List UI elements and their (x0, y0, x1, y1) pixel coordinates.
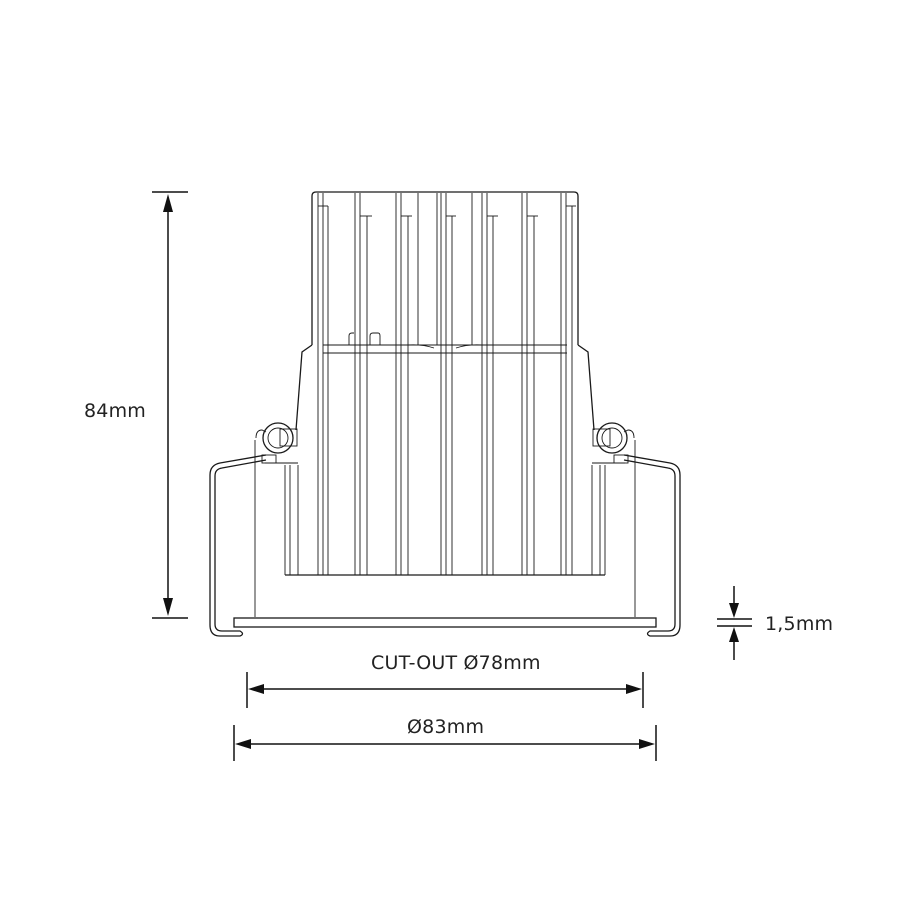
right-spring-clip (592, 422, 681, 637)
arrow-down-icon (729, 603, 739, 618)
arrow-down-icon (163, 598, 173, 616)
arrow-left-icon (248, 684, 264, 694)
height-dimension (152, 191, 188, 619)
outer-diameter-dimension (233, 725, 657, 761)
outer-diameter-label: Ø83mm (407, 716, 485, 738)
left-spring-clip (209, 422, 298, 637)
cut-out-label: CUT-OUT Ø78mm (371, 652, 541, 674)
flange (233, 617, 657, 628)
arrow-right-icon (626, 684, 642, 694)
flange-thickness-dimension (717, 586, 752, 660)
cut-out-dimension (246, 672, 644, 708)
arrow-right-icon (639, 739, 655, 749)
heatsink (311, 191, 579, 575)
flange-thickness-label: 1,5mm (765, 613, 834, 635)
arrow-left-icon (235, 739, 251, 749)
housing (254, 344, 636, 617)
height-label: 84mm (84, 400, 146, 422)
arrow-up-icon (729, 627, 739, 642)
arrow-up-icon (163, 194, 173, 212)
